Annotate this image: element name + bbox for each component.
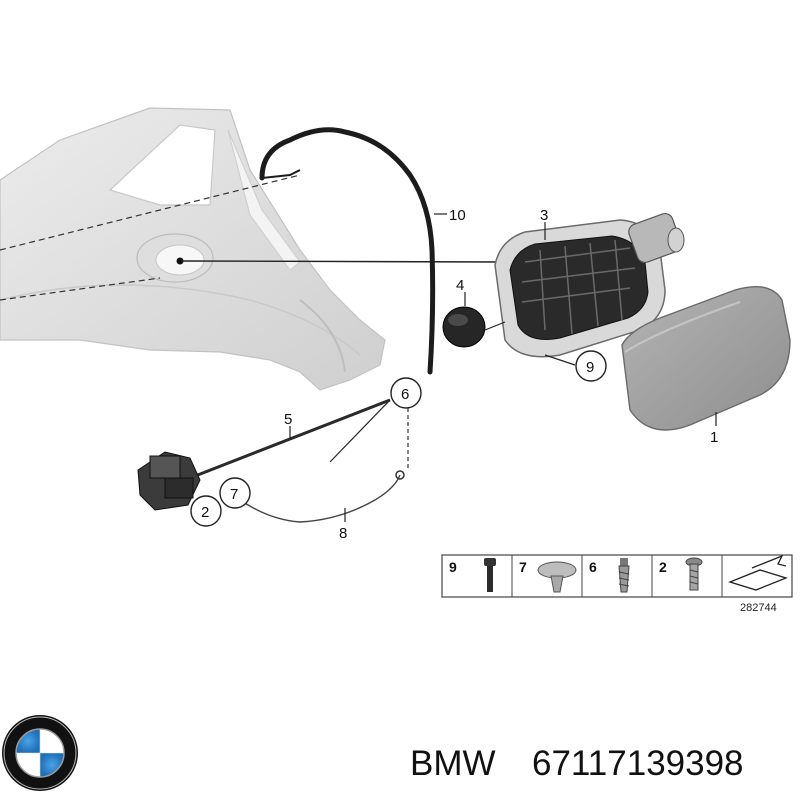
screw-icon [484, 558, 496, 592]
leader-line-3 [181, 260, 501, 263]
hinge-cylinder [628, 212, 685, 264]
callout-9: 9 [586, 359, 594, 376]
callout-2: 2 [201, 504, 209, 521]
clip-icon [537, 561, 577, 593]
legend-item-6: 6 [589, 559, 597, 575]
diagram-number: 282744 [740, 602, 777, 614]
callout-7: 7 [230, 486, 238, 503]
fuel-flap [621, 286, 791, 431]
callout-1: 1 [710, 429, 718, 446]
bmw-logo [2, 715, 78, 791]
callout-2-circle: 2 [190, 495, 222, 527]
legend-item-9: 9 [449, 559, 457, 575]
callout-10: 10 [449, 207, 466, 224]
callout-9-circle: 9 [575, 350, 607, 382]
fastener-legend: 9 7 6 2 282744 [441, 554, 793, 614]
actuator-assembly [137, 398, 409, 523]
callout-7-circle: 7 [219, 477, 251, 509]
expansion-rivet-icon [618, 558, 630, 593]
fuel-filler-housing [494, 212, 685, 358]
legend-item-7: 7 [519, 559, 527, 575]
callout-leaders [289, 213, 717, 522]
callout-6-circle: 6 [390, 377, 422, 409]
arrow-icon [728, 554, 788, 591]
callout-4: 4 [456, 277, 464, 294]
drain-hose [259, 127, 436, 375]
bolt-icon [685, 557, 703, 591]
callout-6: 6 [401, 386, 409, 403]
legend-item-2: 2 [659, 559, 667, 575]
rubber-plug [442, 306, 506, 348]
rear-quarter-panel [0, 107, 386, 391]
callout-5: 5 [284, 411, 292, 428]
brand-caption: BMW [410, 744, 496, 783]
callout-3: 3 [540, 207, 548, 224]
callout-8: 8 [339, 525, 347, 542]
part-number: 67117139398 [532, 744, 744, 783]
